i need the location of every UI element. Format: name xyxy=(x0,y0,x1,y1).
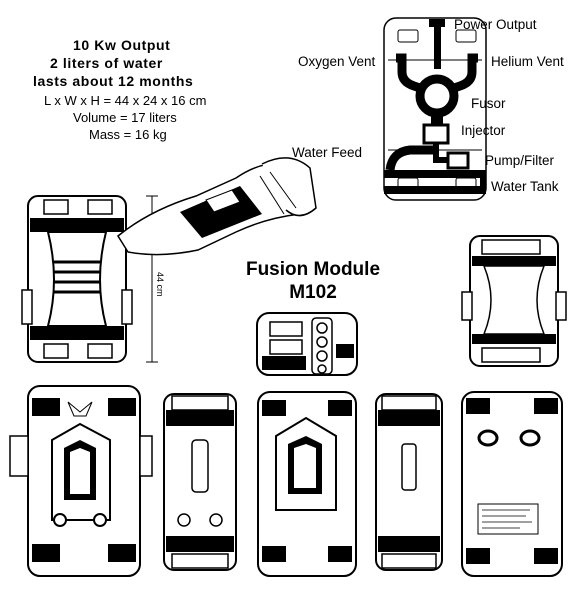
label-water-feed: Water Feed xyxy=(292,145,363,160)
spec-mass: Mass = 16 kg xyxy=(89,127,167,142)
dimension-label: 44 cm xyxy=(155,272,165,297)
module-view-bottom-5 xyxy=(461,391,563,577)
fusion-schematic xyxy=(383,17,487,201)
module-model: M102 xyxy=(289,282,337,303)
hand-with-tool-illustration xyxy=(117,157,317,256)
module-top-panel-view xyxy=(256,312,358,376)
label-injector: Injector xyxy=(461,123,506,138)
label-power-output: Power Output xyxy=(454,17,537,32)
module-view-bottom-2 xyxy=(163,393,237,571)
spec-water: 2 liters of water xyxy=(50,55,163,71)
module-front-view-top xyxy=(21,195,158,363)
label-fusor: Fusor xyxy=(471,96,506,111)
spec-dimensions: L x W x H = 44 x 24 x 16 cm xyxy=(44,93,207,108)
label-helium-vent: Helium Vent xyxy=(491,54,564,69)
spec-volume: Volume = 17 liters xyxy=(73,110,177,125)
spec-duration: lasts about 12 months xyxy=(33,73,194,89)
module-view-bottom-1 xyxy=(9,385,153,577)
label-oxygen-vent: Oxygen Vent xyxy=(298,54,376,69)
label-pump-filter: Pump/Filter xyxy=(485,153,555,168)
module-view-bottom-4 xyxy=(375,393,443,571)
module-view-bottom-3 xyxy=(257,391,357,577)
label-water-tank: Water Tank xyxy=(491,179,559,194)
module-title: Fusion Module xyxy=(245,259,381,280)
spec-output: 10 Kw Output xyxy=(73,37,171,53)
module-side-view-top xyxy=(461,235,567,367)
